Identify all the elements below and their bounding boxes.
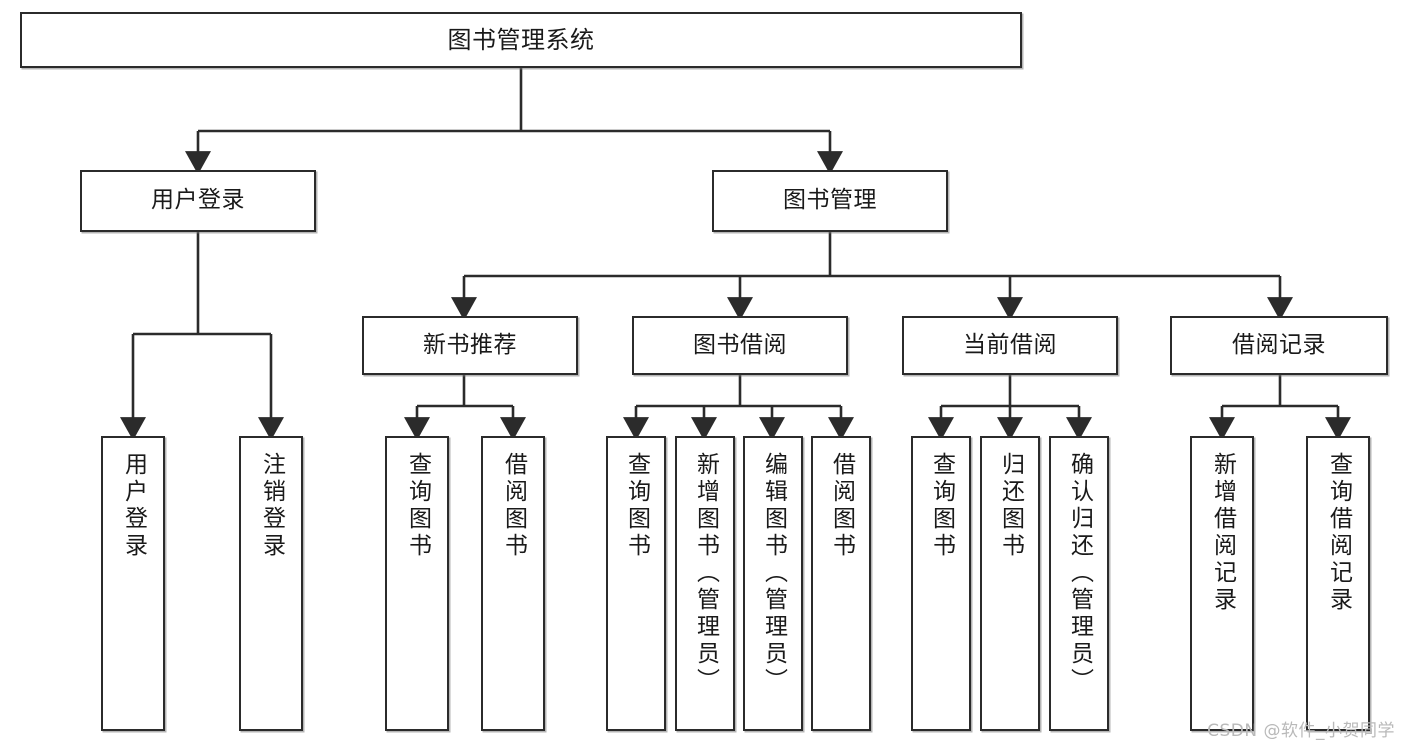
node-leaf-borrow-book-1[interactable]: 借阅图书: [481, 436, 545, 731]
node-leaf-borrow-book-1-label: 借阅图书: [500, 452, 527, 560]
node-new-book-recommend[interactable]: 新书推荐: [362, 316, 578, 375]
node-leaf-query-book-3-label: 查询图书: [928, 452, 955, 560]
node-leaf-borrow-book-2[interactable]: 借阅图书: [811, 436, 871, 731]
node-leaf-add-book[interactable]: 新增图书（管理员）: [675, 436, 735, 731]
node-leaf-user-login-label: 用户登录: [120, 452, 147, 560]
node-leaf-edit-book-label: 编辑图书（管理员）: [760, 452, 787, 695]
node-leaf-return-book[interactable]: 归还图书: [980, 436, 1040, 731]
node-root-label: 图书管理系统: [447, 25, 595, 54]
node-leaf-query-book-2-label: 查询图书: [623, 452, 650, 560]
csdn-watermark: CSDN @软件_小贺同学: [1207, 721, 1395, 741]
node-leaf-logout[interactable]: 注销登录: [239, 436, 303, 731]
node-user-login[interactable]: 用户登录: [80, 170, 316, 232]
node-borrow-record-label: 借阅记录: [1232, 331, 1326, 358]
node-book-borrow[interactable]: 图书借阅: [632, 316, 848, 375]
node-leaf-confirm-return-label: 确认归还（管理员）: [1066, 452, 1093, 695]
node-user-login-label: 用户登录: [151, 187, 245, 214]
node-borrow-record[interactable]: 借阅记录: [1170, 316, 1388, 375]
node-leaf-query-book-1-label: 查询图书: [404, 452, 431, 560]
node-current-borrow-label: 当前借阅: [963, 331, 1057, 358]
node-leaf-query-record[interactable]: 查询借阅记录: [1306, 436, 1370, 731]
node-leaf-query-record-label: 查询借阅记录: [1325, 452, 1352, 614]
node-leaf-return-book-label: 归还图书: [997, 452, 1024, 560]
node-leaf-logout-label: 注销登录: [258, 452, 285, 560]
node-leaf-add-book-label: 新增图书（管理员）: [692, 452, 719, 695]
node-book-manage[interactable]: 图书管理: [712, 170, 948, 232]
node-leaf-query-book-1[interactable]: 查询图书: [385, 436, 449, 731]
node-book-borrow-label: 图书借阅: [693, 331, 787, 358]
node-root[interactable]: 图书管理系统: [20, 12, 1022, 68]
node-leaf-edit-book[interactable]: 编辑图书（管理员）: [743, 436, 803, 731]
node-leaf-add-record[interactable]: 新增借阅记录: [1190, 436, 1254, 731]
node-leaf-query-book-3[interactable]: 查询图书: [911, 436, 971, 731]
node-leaf-confirm-return[interactable]: 确认归还（管理员）: [1049, 436, 1109, 731]
node-leaf-borrow-book-2-label: 借阅图书: [828, 452, 855, 560]
node-leaf-user-login[interactable]: 用户登录: [101, 436, 165, 731]
node-book-manage-label: 图书管理: [783, 187, 877, 214]
node-new-book-recommend-label: 新书推荐: [423, 331, 517, 358]
node-leaf-query-book-2[interactable]: 查询图书: [606, 436, 666, 731]
node-leaf-add-record-label: 新增借阅记录: [1209, 452, 1236, 614]
node-current-borrow[interactable]: 当前借阅: [902, 316, 1118, 375]
